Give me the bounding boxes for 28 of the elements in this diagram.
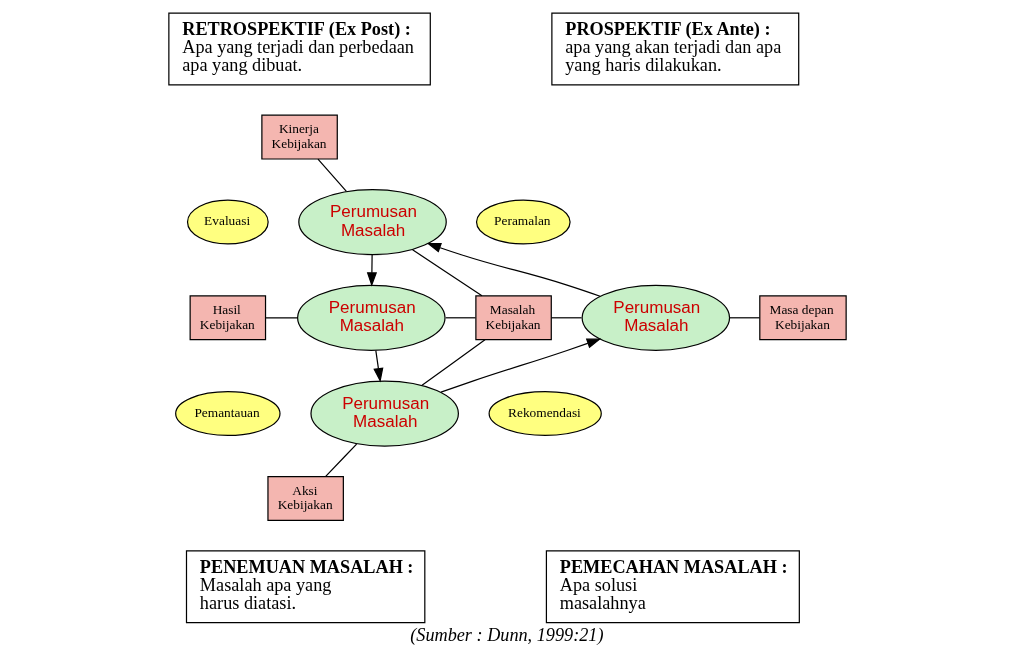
node-ellipse: Evaluasi: [186, 199, 269, 245]
arrow: [366, 254, 377, 287]
connector: [264, 317, 298, 319]
node-ellipse: Perumusan Masalah: [296, 284, 446, 351]
node-box: Aksi Kebijakan: [266, 476, 344, 521]
connector: [550, 317, 582, 319]
connector: [420, 339, 486, 386]
caption: (Sumber : Dunn, 1999:21): [409, 624, 604, 645]
node-ellipse: Peramalan: [475, 199, 571, 245]
connector: [728, 317, 760, 319]
connector: [316, 158, 347, 192]
arrow: [439, 338, 601, 393]
connector: [444, 317, 476, 319]
node-ellipse: Pemantauan: [174, 391, 281, 437]
node-ellipse: Rekomendasi: [488, 391, 602, 437]
connector: [324, 443, 357, 478]
node-box: PROSPEKTIF (Ex Ante) : apa yang akan terjadi dan apa yang haris dilakukan.: [550, 12, 799, 86]
connector: [411, 249, 483, 297]
node-box: Masalah Kebijakan: [474, 295, 552, 341]
node-box: Masa depan Kebijakan: [758, 295, 847, 341]
node-box: Kinerja Kebijakan: [260, 114, 338, 160]
node-box: RETROSPEKTIF (Ex Post) : Apa yang terjadi dan perbedaan apa yang dibuat.: [167, 12, 431, 86]
arrow: [372, 350, 383, 383]
node-box: Hasil Kebijakan: [189, 295, 266, 341]
node-box: PENEMUAN MASALAH : Masalah apa yang harus diatasi.: [185, 550, 425, 624]
arrow: [426, 242, 601, 297]
node-box: PEMECAHAN MASALAH : Apa solusi masalahnya: [545, 550, 800, 624]
node-ellipse: Perumusan Masalah: [309, 380, 459, 447]
